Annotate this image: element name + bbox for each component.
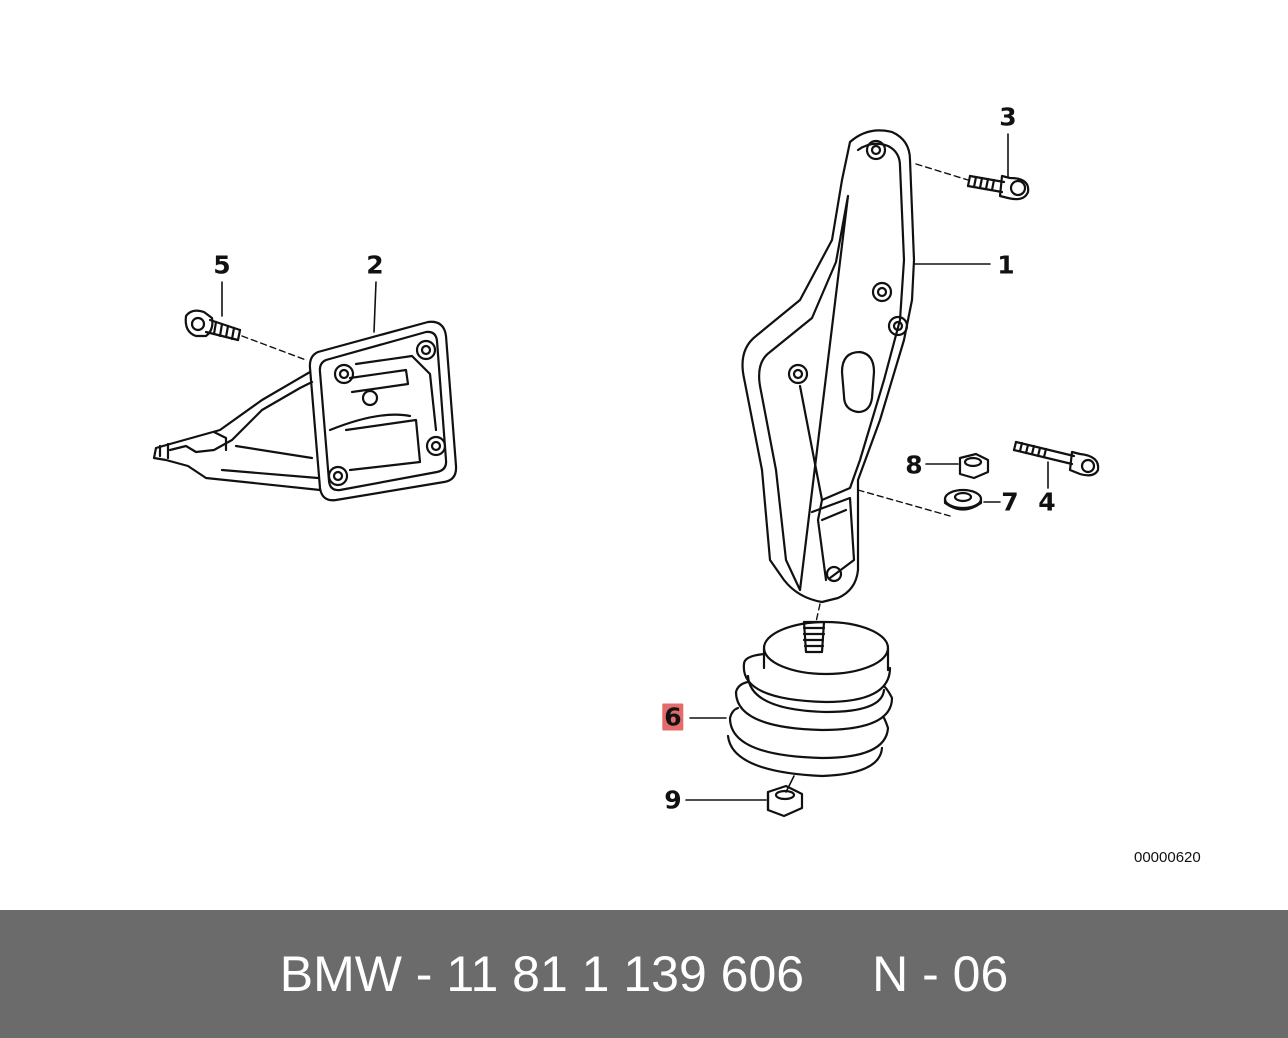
engine-bracket-2-drawing <box>152 320 458 502</box>
callout-9: 9 <box>664 785 682 815</box>
bolt-3-drawing <box>966 133 1030 201</box>
callout-7: 7 <box>1001 487 1019 517</box>
callout-3: 3 <box>999 102 1017 132</box>
nut-8-drawing <box>925 452 990 480</box>
footer-text: BMW - 11 81 1 139 606 N - 06 <box>0 910 1288 1038</box>
callout-2: 2 <box>366 250 384 280</box>
part-number: BMW - 11 81 1 139 606 <box>279 946 805 1002</box>
assembly-dash-lines <box>241 163 969 623</box>
diagram-position: N - 06 <box>872 946 1009 1002</box>
callout-1: 1 <box>997 250 1015 280</box>
engine-mount-6-drawing <box>689 620 894 793</box>
footer-bar: BMW - 11 81 1 139 606 N - 06 <box>0 910 1288 1038</box>
callout-4: 4 <box>1038 487 1056 517</box>
callout-6-highlighted: 6 <box>662 702 684 732</box>
bolt-4-drawing <box>1012 440 1100 489</box>
callout-5: 5 <box>213 250 231 280</box>
engine-support-arm-1-drawing <box>741 129 916 604</box>
nut-9-drawing <box>685 784 804 818</box>
diagram-reference-code: 00000620 <box>1134 849 1201 866</box>
bolt-5-drawing <box>184 281 242 342</box>
callout-8: 8 <box>905 450 923 480</box>
leader-lines <box>373 263 991 333</box>
parts-diagram <box>152 129 1100 818</box>
washer-7-drawing <box>943 488 1001 511</box>
